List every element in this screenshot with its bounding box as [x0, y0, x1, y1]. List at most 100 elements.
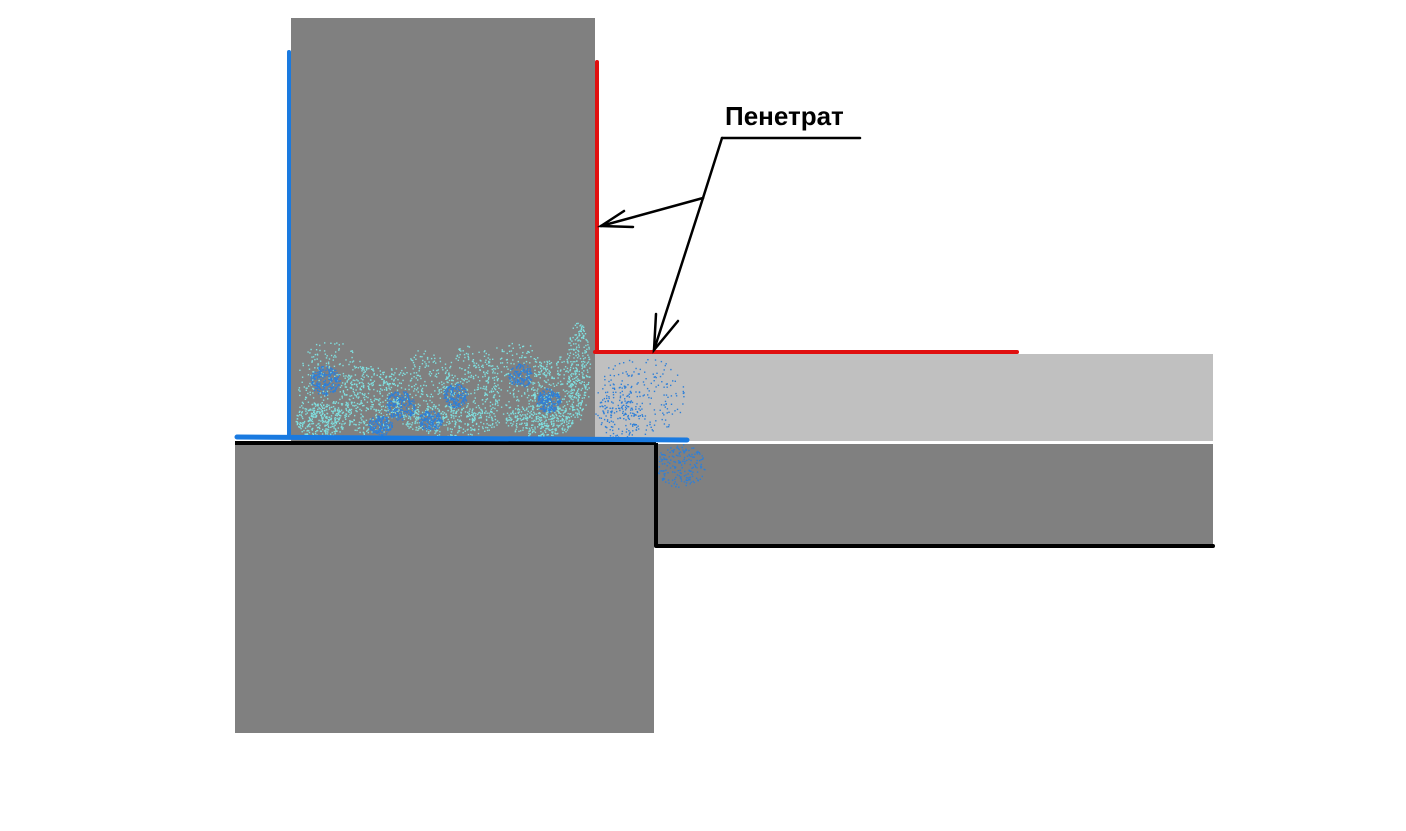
speckle-dot — [391, 378, 393, 380]
speckle-dot — [571, 420, 574, 422]
speckle-dot — [561, 419, 563, 421]
speckle-dot — [317, 385, 319, 388]
speckle-dot — [446, 381, 448, 383]
speckle-dot — [467, 433, 470, 436]
speckle-dot — [419, 417, 421, 419]
speckle-dot — [397, 414, 399, 416]
speckle-dot — [571, 403, 573, 405]
speckle-dot — [456, 383, 458, 386]
speckle-dot — [548, 411, 550, 413]
speckle-dot — [314, 387, 317, 390]
speckle-dot — [398, 397, 401, 399]
speckle-dot — [584, 361, 586, 363]
speckle-dot — [546, 393, 548, 395]
speckle-dot — [449, 428, 452, 430]
speckle-dot — [321, 411, 324, 413]
speckle-dot — [549, 389, 551, 391]
speckle-dot — [356, 410, 358, 413]
speckle-dot — [534, 397, 536, 400]
speckle-dot — [584, 385, 586, 387]
speckle-dot — [459, 349, 461, 351]
speckle-dot — [364, 399, 366, 401]
speckle-dot — [467, 367, 470, 369]
speckle-dot — [409, 414, 412, 416]
speckle-dot — [388, 397, 390, 399]
speckle-dot — [443, 394, 445, 396]
speckle-dot — [312, 422, 315, 425]
speckle-dot — [546, 361, 549, 364]
speckle-dot — [692, 466, 694, 469]
speckle-dot — [438, 419, 440, 421]
speckle-dot — [526, 352, 528, 354]
speckle-dot — [428, 412, 430, 414]
speckle-dot — [520, 430, 522, 432]
speckle-dot — [314, 358, 316, 361]
speckle-dot — [375, 419, 377, 422]
speckle-dot — [353, 392, 355, 394]
speckle-dot — [649, 403, 651, 405]
speckle-dot — [327, 374, 330, 376]
speckle-dot — [575, 370, 578, 372]
speckle-dot — [535, 417, 538, 419]
speckle-dot — [555, 395, 558, 397]
speckle-dot — [370, 408, 372, 410]
speckle-dot — [540, 422, 543, 424]
speckle-dot — [316, 382, 318, 384]
speckle-dot — [375, 421, 377, 423]
speckle-dot — [379, 410, 381, 412]
speckle-dot — [401, 369, 403, 372]
speckle-dot — [662, 478, 665, 480]
speckle-dot — [457, 394, 459, 396]
speckle-dot — [364, 421, 366, 423]
speckle-dot — [352, 390, 355, 393]
speckle-dot — [329, 386, 332, 388]
speckle-dot — [550, 402, 553, 404]
speckle-dot — [317, 389, 319, 392]
speckle-dot — [438, 404, 440, 406]
speckle-dot — [450, 405, 452, 407]
speckle-dot — [377, 429, 379, 431]
speckle-dot — [532, 405, 534, 408]
speckle-dot — [370, 422, 373, 424]
speckle-dot — [494, 372, 496, 374]
speckle-dot — [463, 400, 465, 402]
speckle-dot — [662, 373, 664, 375]
speckle-dot — [624, 406, 627, 408]
speckle-dot — [451, 428, 453, 431]
speckle-dot — [688, 458, 690, 461]
speckle-dot — [331, 373, 333, 375]
speckle-dot — [551, 376, 553, 378]
speckle-dot — [674, 481, 676, 483]
speckle-dot — [303, 386, 305, 388]
speckle-dot — [507, 373, 509, 375]
speckle-dot — [548, 400, 550, 402]
speckle-dot — [525, 415, 527, 417]
speckle-dot — [552, 434, 554, 437]
speckle-dot — [359, 366, 362, 368]
speckle-dot — [693, 456, 695, 458]
speckle-dot — [584, 333, 587, 335]
speckle-dot — [455, 386, 457, 389]
speckle-dot — [402, 379, 404, 382]
speckle-dot — [492, 370, 495, 372]
speckle-dot — [325, 374, 327, 376]
speckle-dot — [673, 483, 675, 485]
speckle-dot — [571, 389, 573, 392]
speckle-dot — [312, 388, 315, 390]
speckle-dot — [670, 459, 672, 461]
speckle-dot — [403, 401, 405, 403]
speckle-dot — [328, 370, 330, 372]
speckle-dot — [581, 361, 583, 363]
speckle-dot — [534, 400, 536, 402]
speckle-dot — [409, 412, 411, 414]
speckle-dot — [378, 420, 380, 422]
speckle-dot — [394, 372, 396, 374]
speckle-dot — [537, 412, 540, 415]
speckle-dot — [628, 434, 630, 436]
speckle-dot — [345, 359, 347, 361]
speckle-dot — [627, 384, 629, 386]
speckle-dot — [583, 335, 585, 337]
speckle-dot — [457, 405, 459, 407]
speckle-dot — [558, 411, 560, 413]
speckle-dot — [486, 363, 488, 365]
